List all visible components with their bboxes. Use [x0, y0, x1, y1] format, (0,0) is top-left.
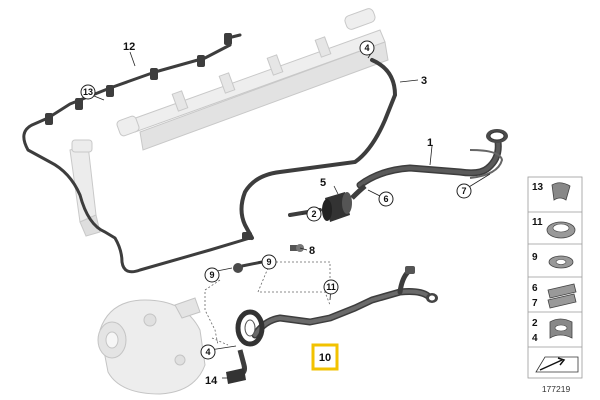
clamp-ring-10: [235, 309, 265, 347]
callout-5: 5: [320, 177, 326, 189]
legend-label-4: 4: [532, 333, 538, 344]
callout-12: 12: [123, 41, 135, 53]
hose-1-outline: [358, 140, 501, 187]
parts-legend: 13 11 9 6 7 2 4: [527, 176, 583, 379]
legend-label-9: 9: [532, 252, 538, 263]
injector-ghost: [69, 139, 101, 237]
washer-9-icon: [548, 255, 574, 269]
callout-4-top: 4: [359, 40, 375, 56]
screw-8: [290, 244, 304, 252]
legend-label-2: 2: [532, 318, 538, 329]
clamp-11-icon: [546, 221, 576, 239]
legend-label-6: 6: [532, 283, 538, 294]
hose-connector-6: [350, 184, 367, 200]
callout-14: 14: [205, 375, 218, 387]
leak-oil-line-12: [22, 33, 252, 274]
connectors-12: [45, 33, 252, 240]
callout-8: 8: [309, 245, 315, 257]
damper-5: [322, 192, 352, 222]
svg-text:9: 9: [266, 257, 271, 267]
hose-1-clip: [469, 149, 504, 179]
spring-clamp-2-4-icon: [549, 318, 573, 339]
svg-text:7: 7: [461, 186, 466, 196]
clip-13-icon: [551, 182, 571, 201]
svg-text:13: 13: [83, 87, 93, 97]
callout-1: 1: [427, 137, 433, 149]
dashed-leaders: [204, 261, 331, 346]
banjo-bolt-9: [233, 260, 263, 273]
callout-11: 11: [323, 279, 339, 295]
high-pressure-pump-ghost: [97, 297, 206, 395]
legend-label-13: 13: [532, 182, 544, 193]
bracket-14: [226, 368, 246, 384]
direction-arrow-icon: [535, 356, 579, 373]
svg-text:6: 6: [383, 194, 388, 204]
diagram-number: 177219: [542, 384, 571, 394]
callout-10-highlighted[interactable]: 10: [311, 343, 339, 371]
svg-text:2: 2: [311, 209, 316, 219]
fitting-11-ends: [405, 266, 438, 303]
svg-text:11: 11: [326, 282, 336, 292]
svg-text:4: 4: [205, 347, 210, 357]
legend-label-11: 11: [532, 217, 543, 228]
return-line-10: [251, 269, 432, 339]
callout-6: 6: [378, 191, 394, 207]
hose-1-fitting: [486, 129, 508, 143]
legend-label-7: 7: [532, 298, 538, 309]
hose-clamp-6-7-icon: [547, 283, 577, 309]
callout-4-bottom: 4: [200, 344, 216, 360]
callout-9-right: 9: [261, 254, 277, 270]
callout-3: 3: [421, 75, 427, 87]
callout-13: 13: [80, 84, 96, 100]
svg-text:10: 10: [319, 352, 331, 364]
hose-3: [239, 58, 398, 240]
fuel-rail-ghost: [116, 8, 389, 151]
svg-text:4: 4: [364, 43, 369, 53]
svg-text:9: 9: [209, 270, 214, 280]
callout-7: 7: [456, 183, 472, 199]
callout-2: 2: [306, 206, 322, 222]
callout-9-left: 9: [204, 267, 220, 283]
